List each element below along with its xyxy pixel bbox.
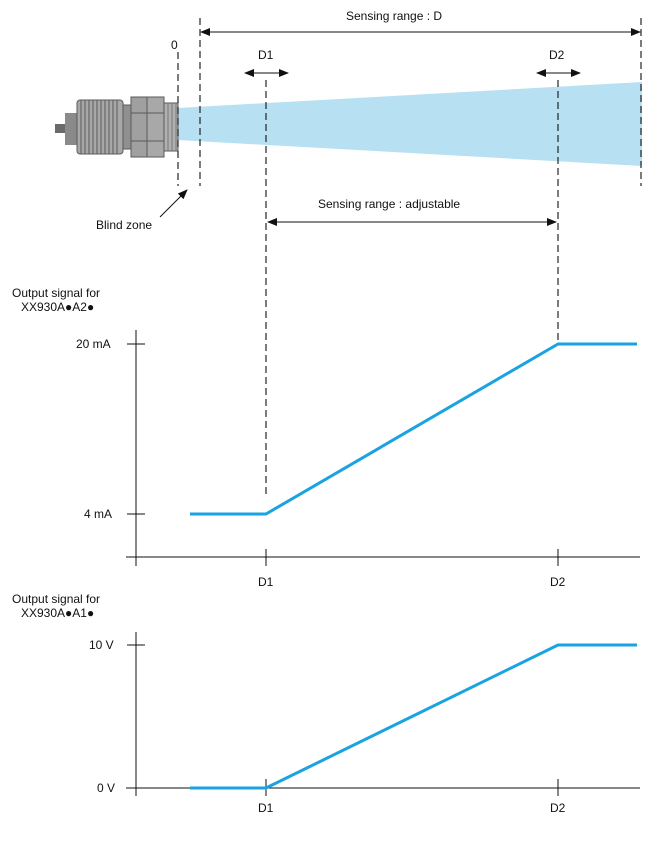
sensing-beam bbox=[178, 82, 642, 166]
voltage-y-label-low: 0 V bbox=[97, 781, 115, 795]
current-graph-title-line1: Output signal for bbox=[12, 286, 100, 300]
voltage-signal-line bbox=[190, 643, 637, 790]
blind-zone-pointer bbox=[159, 189, 188, 218]
current-graph-title-line2: XX930A●A2● bbox=[21, 300, 94, 314]
zero-label: 0 bbox=[171, 38, 178, 52]
sensor-icon bbox=[55, 96, 179, 158]
voltage-output-graph: Output signal for XX930A●A1● 10 V 0 V D1… bbox=[12, 592, 640, 815]
d1-top-label: D1 bbox=[258, 48, 274, 62]
blind-zone-label: Blind zone bbox=[96, 218, 152, 232]
voltage-y-label-high: 10 V bbox=[89, 638, 114, 652]
current-x-label-d1: D1 bbox=[258, 575, 274, 589]
voltage-graph-title-line1: Output signal for bbox=[12, 592, 100, 606]
sensing-range-d-label: Sensing range : D bbox=[346, 9, 442, 23]
current-signal-line bbox=[190, 342, 637, 516]
sensor-beam-section: 0 Sensing range : D D1 D2 Sensing range … bbox=[55, 9, 642, 232]
voltage-graph-title-line2: XX930A●A1● bbox=[21, 606, 94, 620]
voltage-x-label-d2: D2 bbox=[550, 801, 566, 815]
d2-top-label: D2 bbox=[549, 48, 565, 62]
voltage-x-label-d1: D1 bbox=[258, 801, 274, 815]
sensing-range-adjustable-label: Sensing range : adjustable bbox=[318, 197, 460, 211]
current-output-graph: Output signal for XX930A●A2● 20 mA 4 mA … bbox=[12, 286, 640, 589]
current-y-label-low: 4 mA bbox=[84, 507, 112, 521]
current-x-label-d2: D2 bbox=[550, 575, 566, 589]
current-y-label-high: 20 mA bbox=[76, 337, 111, 351]
